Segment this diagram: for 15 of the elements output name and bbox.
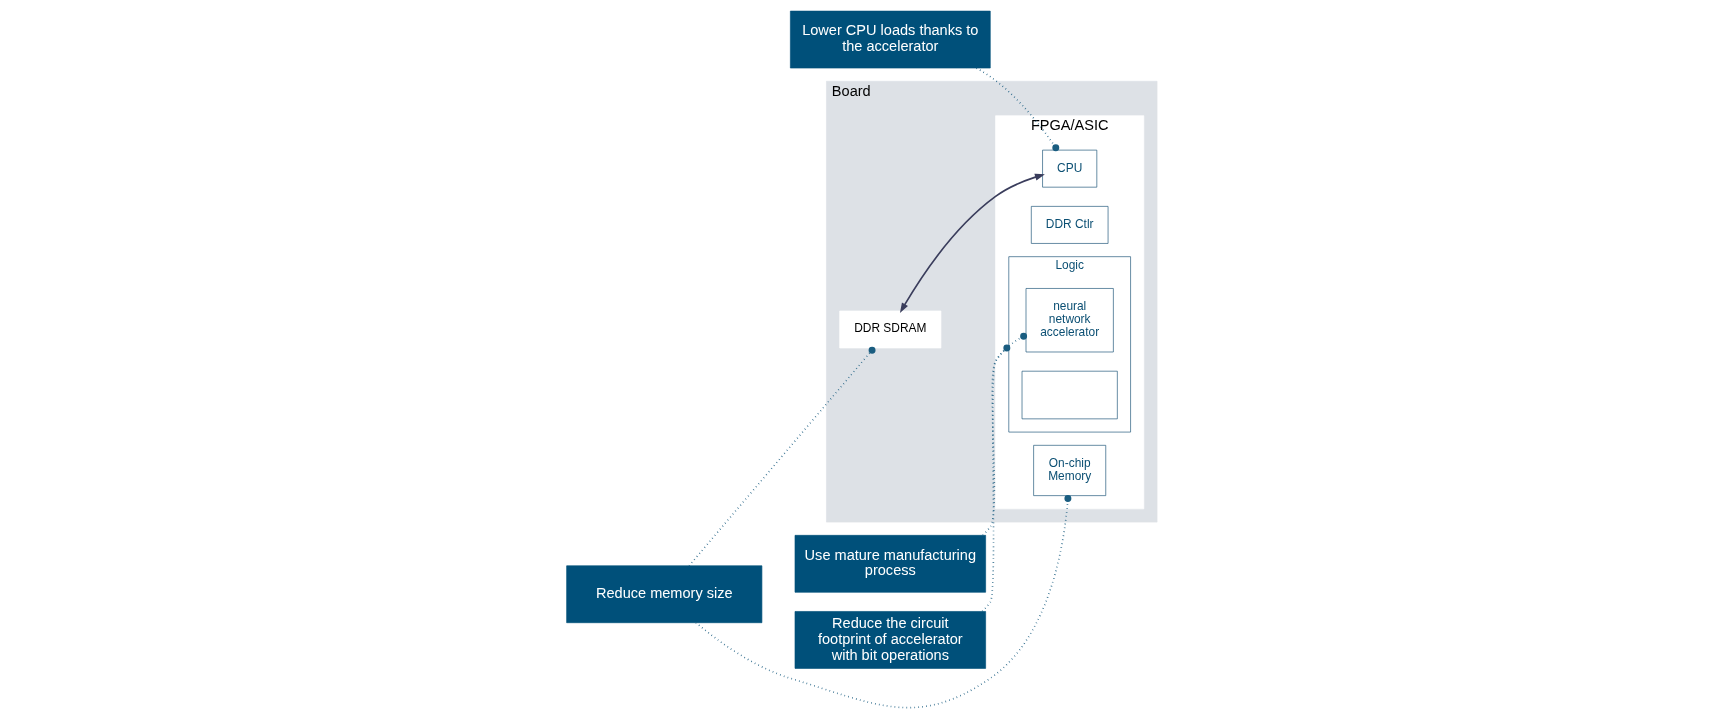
node-box: Reduce the circuit footprint of accelerator with bit operations <box>794 611 986 669</box>
node-box <box>1021 370 1118 420</box>
node-box: On-chip Memory <box>1033 445 1107 496</box>
node-box: Use mature manufacturing process <box>794 535 986 593</box>
node-box: Reduce memory size <box>566 565 763 624</box>
node-box: neural network accelerator <box>1025 288 1114 353</box>
connector <box>695 494 1072 709</box>
node-box: CPU <box>1042 149 1098 188</box>
connector <box>975 67 1060 152</box>
connector <box>982 344 1011 536</box>
arrow <box>899 173 1045 313</box>
node-box: DDR Ctlr <box>1030 206 1109 244</box>
node-box: Lower CPU loads thanks to the accelerator <box>790 10 991 69</box>
connector <box>688 346 876 567</box>
node-box: DDR SDRAM <box>839 310 942 349</box>
